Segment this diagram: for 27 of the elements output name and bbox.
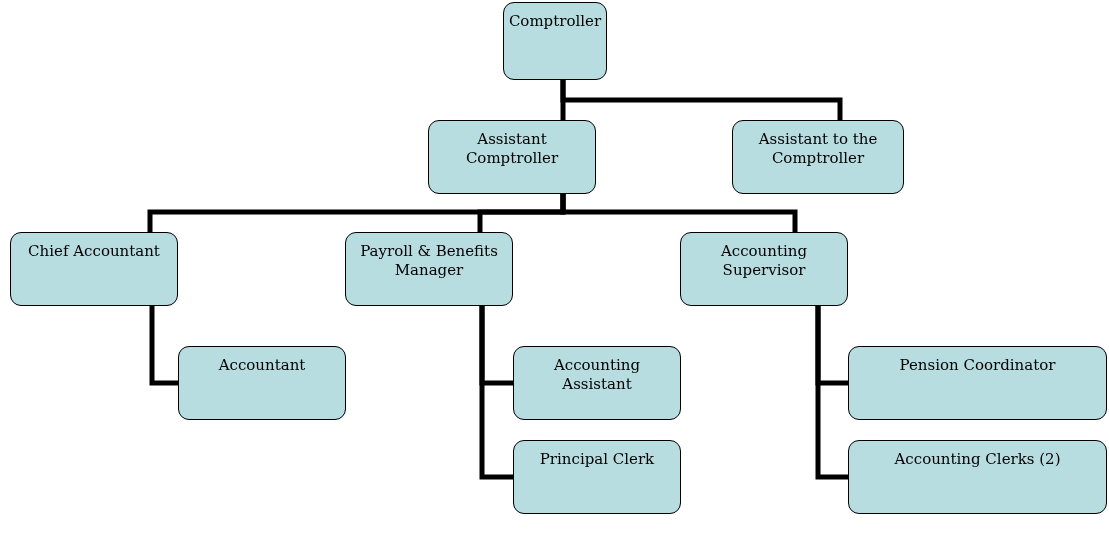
org-box xyxy=(513,346,681,420)
role-title: Assistant to the Comptroller xyxy=(757,130,879,168)
org-box xyxy=(732,120,904,194)
org-box xyxy=(848,346,1107,420)
role-title: Accounting Clerks (2) xyxy=(893,450,1062,469)
org-box xyxy=(178,346,346,420)
org-box xyxy=(680,232,848,306)
org-box xyxy=(503,2,607,80)
connector-line xyxy=(815,306,848,480)
connector-line xyxy=(560,194,798,232)
org-box xyxy=(848,440,1107,514)
connector-line xyxy=(149,306,178,386)
connector-line xyxy=(479,306,513,480)
org-box xyxy=(513,440,681,514)
org-box xyxy=(428,120,596,194)
role-title: Principal Clerk xyxy=(538,450,656,469)
role-title: Chief Accountant xyxy=(27,242,161,261)
role-title: Payroll & Benefits Manager xyxy=(359,242,499,280)
role-title: Accountant xyxy=(217,356,307,375)
org-box xyxy=(345,232,513,306)
org-box xyxy=(10,232,178,306)
connector-line xyxy=(560,80,843,120)
role-title: Comptroller xyxy=(508,12,602,31)
role-title: Pension Coordinator xyxy=(898,356,1057,375)
role-title: Assistant Comptroller xyxy=(464,130,560,168)
role-title: Accounting Assistant xyxy=(552,356,642,394)
role-title: Accounting Supervisor xyxy=(719,242,809,280)
